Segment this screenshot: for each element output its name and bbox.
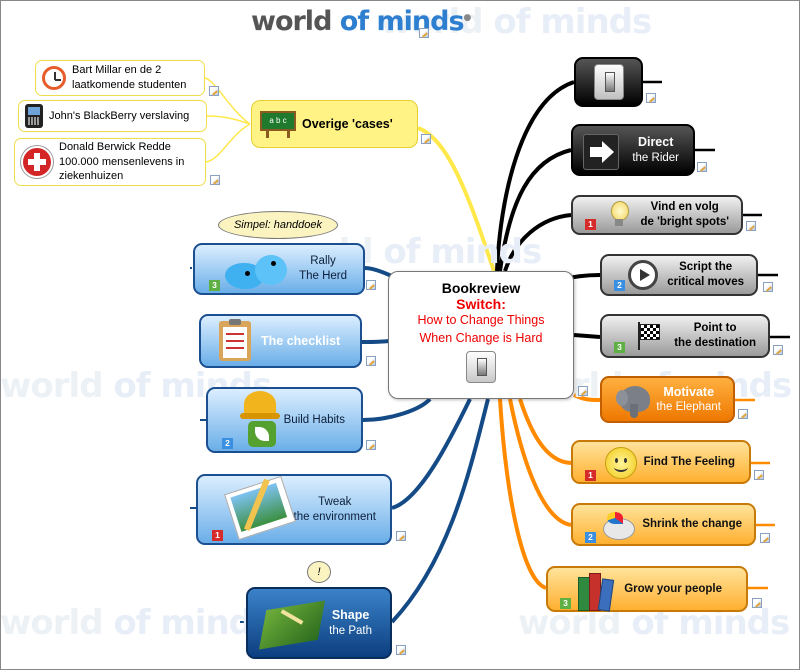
callout-exclamation: ! bbox=[307, 561, 331, 583]
note-icon[interactable] bbox=[578, 386, 588, 396]
note-icon[interactable] bbox=[421, 134, 431, 144]
priority-badge: 3 bbox=[560, 598, 571, 609]
central-line-2: When Change is Hard bbox=[419, 330, 543, 345]
arrow-right-icon bbox=[583, 134, 619, 170]
blackberry-phone-icon bbox=[25, 104, 43, 128]
callout-simpel-handdoek: Simpel: handdoek bbox=[218, 211, 338, 239]
play-button-icon bbox=[628, 260, 658, 290]
priority-badge: 1 bbox=[585, 470, 596, 481]
books-icon bbox=[576, 571, 615, 612]
node-label: Overige 'cases' bbox=[302, 116, 393, 131]
note-icon[interactable] bbox=[366, 280, 376, 290]
priority-badge: 2 bbox=[614, 280, 625, 291]
node-switch-icon[interactable] bbox=[574, 57, 643, 107]
switch-icon bbox=[466, 351, 496, 383]
alarm-clock-icon bbox=[42, 66, 66, 90]
note-icon[interactable] bbox=[773, 345, 783, 355]
note-icon[interactable] bbox=[366, 356, 376, 366]
central-node-bookreview[interactable]: Bookreview Switch: How to Change Things … bbox=[388, 271, 574, 399]
note-icon[interactable] bbox=[763, 282, 773, 292]
note-icon[interactable] bbox=[754, 470, 764, 480]
note-icon[interactable] bbox=[366, 440, 376, 450]
pie-chart-icon bbox=[601, 510, 635, 540]
priority-badge: 2 bbox=[585, 532, 596, 543]
note-icon[interactable] bbox=[646, 93, 656, 103]
node-grow-your-people[interactable]: Grow your people 3 bbox=[546, 566, 748, 612]
note-icon[interactable] bbox=[419, 28, 429, 38]
priority-badge: 1 bbox=[212, 530, 223, 541]
node-overige-cases[interactable]: a b c Overige 'cases' bbox=[251, 100, 418, 148]
priority-badge: 2 bbox=[222, 438, 233, 449]
note-icon[interactable] bbox=[396, 531, 406, 541]
note-icon[interactable] bbox=[738, 409, 748, 419]
note-icon[interactable] bbox=[746, 221, 756, 231]
priority-badge: 1 bbox=[585, 219, 596, 230]
node-shrink-the-change[interactable]: Shrink the change 2 bbox=[571, 503, 756, 546]
node-the-checklist[interactable]: The checklist bbox=[199, 314, 362, 368]
priority-badge: 3 bbox=[209, 280, 220, 291]
node-find-the-feeling[interactable]: Find The Feeling 1 bbox=[571, 440, 751, 484]
note-icon[interactable] bbox=[760, 533, 770, 543]
lightbulb-icon bbox=[609, 201, 629, 229]
node-build-habits[interactable]: Build Habits 2 bbox=[206, 387, 363, 453]
elephant-icon bbox=[616, 382, 656, 420]
hardhat-icon bbox=[240, 391, 280, 421]
note-icon[interactable] bbox=[396, 645, 406, 655]
central-subtitle: Switch: bbox=[456, 296, 506, 312]
checkered-flag-icon bbox=[636, 322, 660, 350]
note-icon[interactable] bbox=[209, 86, 219, 96]
clipboard-checklist-icon bbox=[219, 319, 251, 361]
chalkboard-icon: a b c bbox=[260, 111, 296, 138]
central-title: Bookreview bbox=[441, 280, 521, 296]
leaf-icon bbox=[248, 421, 276, 447]
central-line-1: How to Change Things bbox=[417, 313, 545, 327]
priority-badge: 3 bbox=[614, 342, 625, 353]
note-icon[interactable] bbox=[210, 175, 220, 185]
leaf-blackberry[interactable]: John's BlackBerry verslaving bbox=[18, 100, 207, 132]
red-cross-icon bbox=[21, 146, 53, 178]
smiley-face-icon bbox=[605, 447, 637, 479]
twitter-birds-icon bbox=[225, 249, 295, 293]
note-icon[interactable] bbox=[752, 598, 762, 608]
note-icon[interactable] bbox=[697, 162, 707, 172]
switch-icon bbox=[593, 64, 624, 100]
